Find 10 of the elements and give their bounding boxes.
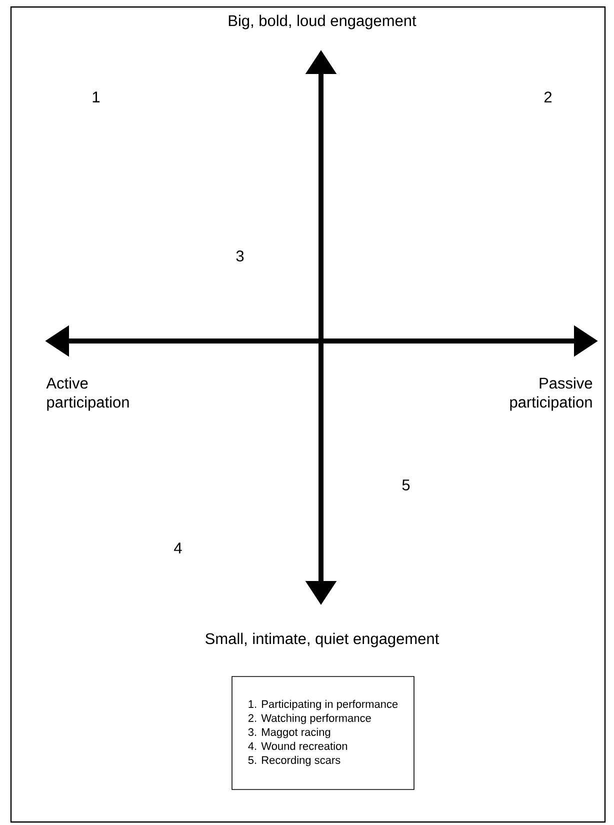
axis-label: Small, intimate, quiet engagement	[206, 632, 440, 648]
number-label: 4	[174, 542, 182, 554]
axis-label: Active participation	[46, 377, 129, 411]
number-label: 2	[544, 92, 552, 102]
axis-label: Big, bold, loud engagement	[228, 14, 416, 30]
number-label: 5	[402, 480, 410, 490]
axis-label: Passive participation	[510, 377, 592, 411]
number-label: 3	[236, 250, 244, 262]
number-label: 1	[92, 92, 100, 102]
legend-box: 1. Participating in performance 2. Watching performance 3. Maggot racing 4. Wound recreation 5. Recording scars	[232, 676, 414, 790]
